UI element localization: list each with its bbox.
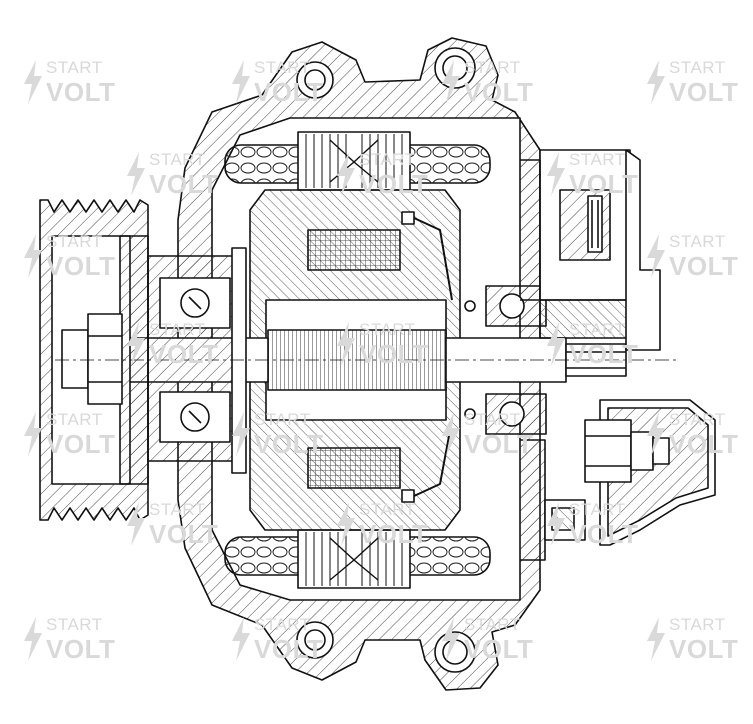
- rear-bearing: [464, 285, 547, 435]
- nut: [61, 313, 123, 405]
- rotor-field-coil: [307, 211, 453, 503]
- brush-holder: [539, 149, 631, 339]
- front-bearing: [147, 247, 247, 474]
